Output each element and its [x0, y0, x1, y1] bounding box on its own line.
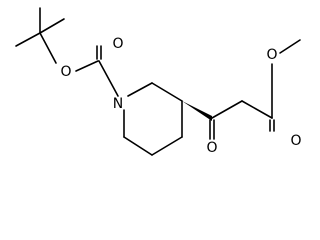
- bond-ring-n-c2: [127, 82, 153, 97]
- atom-label-ketone-oxygen: O: [206, 140, 217, 156]
- bond-tbu-methyl-left: [15, 32, 41, 47]
- bond-tbu-to-oxygen: [39, 32, 57, 64]
- atom-label-ester-carbonyl-oxygen: O: [290, 133, 301, 149]
- stereo-wedge-bond: [182, 101, 212, 121]
- bond-oxygen-to-carbonyl-carbon: [75, 60, 99, 72]
- structure-canvas: N O O O O O: [15, 7, 302, 156]
- bond-ring-c2-c3: [151, 82, 183, 102]
- bond-ketone-c-to-ch2: [211, 100, 243, 119]
- atom-label-carbamate-carbonyl-oxygen: O: [112, 36, 123, 52]
- bond-ring-c4-c5: [151, 136, 183, 156]
- bond-ch2-to-ester-carbon: [241, 100, 273, 119]
- bond-carbonyl-carbon-to-nitrogen: [98, 60, 119, 97]
- atom-label-nitrogen: N: [113, 96, 123, 112]
- atom-label-ester-ether-oxygen: O: [266, 47, 277, 63]
- bond-tbu-methyl-right: [39, 18, 65, 34]
- atom-label-carbamate-ether-oxygen: O: [60, 64, 71, 80]
- molecule-structure: N O O O O O: [15, 7, 302, 156]
- bond-ester-oxygen-to-methyl: [279, 39, 301, 54]
- bond-ring-c5-c6: [123, 136, 153, 156]
